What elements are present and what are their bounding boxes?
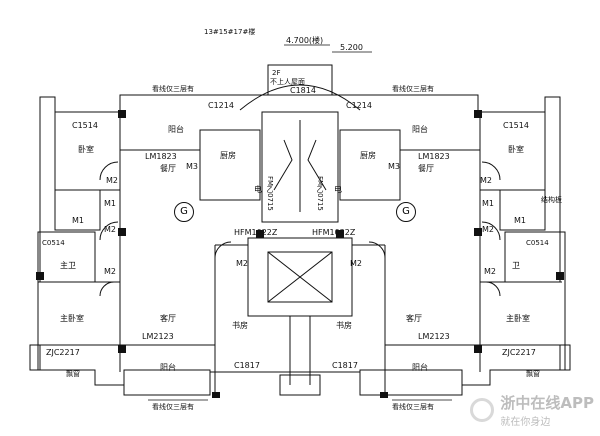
watermark-slogan: 就在你身边 (500, 417, 551, 428)
door-label: FM乙0715 (266, 176, 274, 211)
door-label: M2 (236, 259, 248, 268)
door-label: FM乙0715 (316, 176, 324, 211)
watermark: 浙中在线APP 就在你身边 (470, 392, 594, 428)
annotation-label: 看线仅三层有 (152, 85, 194, 93)
watermark-name: 浙中在线APP (500, 394, 594, 412)
axis-marker: G (174, 202, 194, 222)
room-label: 卫 (512, 261, 520, 270)
room-label: 书房 (232, 321, 248, 330)
door-label: M3 (186, 162, 198, 171)
room-label: 客厅 (406, 314, 422, 323)
annotation-label: 看线仅三层有 (392, 85, 434, 93)
door-label: LM1823 (418, 152, 450, 161)
door-label: HFM1022Z (234, 228, 278, 237)
room-label: 电 (334, 185, 342, 194)
window-label: C1514 (72, 121, 98, 130)
window-label: C0514 (42, 239, 65, 247)
room-label: 客厅 (160, 314, 176, 323)
door-label: M2 (106, 176, 118, 185)
room-label: 主卧室 (60, 314, 84, 323)
room-label: 阳台 (160, 363, 176, 372)
room-label: 餐厅 (418, 164, 434, 173)
door-label: M2 (480, 176, 492, 185)
room-label: 结构板 (541, 196, 562, 204)
roof-note: 不上人屋面 (270, 78, 305, 86)
building-title: 13#15#17#楼 (204, 28, 256, 36)
room-label: 厨房 (360, 151, 376, 160)
room-label: 卧室 (508, 145, 524, 154)
door-label: LM1823 (145, 152, 177, 161)
window-label: C1817 (332, 361, 358, 370)
floor-note: 2F (272, 69, 281, 77)
door-label: M1 (104, 199, 116, 208)
left-kitchen (199, 129, 261, 201)
door-label: M1 (514, 216, 526, 225)
annotation-label: 看线仅三层有 (392, 403, 434, 411)
door-label: M2 (482, 225, 494, 234)
window-label: C1814 (290, 86, 316, 95)
room-label: 主卫 (60, 261, 76, 270)
landing-level: 4.700(楼) (286, 36, 324, 45)
door-label: HFM1022Z (312, 228, 356, 237)
door-label: M2 (104, 225, 116, 234)
door-label: M1 (72, 216, 84, 225)
annotation-label: 看线仅三层有 (152, 403, 194, 411)
room-label: 卧室 (78, 145, 94, 154)
room-label: 电 (254, 185, 262, 194)
window-label: C0514 (526, 239, 549, 247)
room-label: 厨房 (220, 151, 236, 160)
window-label: C1514 (503, 121, 529, 130)
left-bath-upper (54, 189, 101, 231)
room-label: 主卧室 (506, 314, 530, 323)
door-label: LM2123 (418, 332, 450, 341)
door-label: M2 (484, 267, 496, 276)
room-label: 飘窗 (526, 370, 540, 378)
room-label: 书房 (336, 321, 352, 330)
roof-level: 5.200 (340, 43, 363, 52)
room-label: 阳台 (412, 363, 428, 372)
axis-marker: G (396, 202, 416, 222)
window-label: ZJC2217 (46, 348, 80, 357)
stair-well (261, 111, 339, 223)
window-label: ZJC2217 (502, 348, 536, 357)
window-label: C1817 (234, 361, 260, 370)
right-bath-upper (499, 189, 546, 231)
stair-tower (267, 64, 333, 96)
right-kitchen (339, 129, 401, 201)
door-label: M2 (350, 259, 362, 268)
room-label: 餐厅 (160, 164, 176, 173)
elevator-core (247, 237, 353, 317)
door-label: M2 (104, 267, 116, 276)
room-label: 阳台 (412, 125, 428, 134)
door-label: LM2123 (142, 332, 174, 341)
door-label: M1 (482, 199, 494, 208)
window-label: C1214 (346, 101, 372, 110)
room-label: 阳台 (168, 125, 184, 134)
room-label: 飘窗 (66, 370, 80, 378)
door-label: M3 (388, 162, 400, 171)
window-label: C1214 (208, 101, 234, 110)
app-logo-icon (470, 398, 495, 422)
